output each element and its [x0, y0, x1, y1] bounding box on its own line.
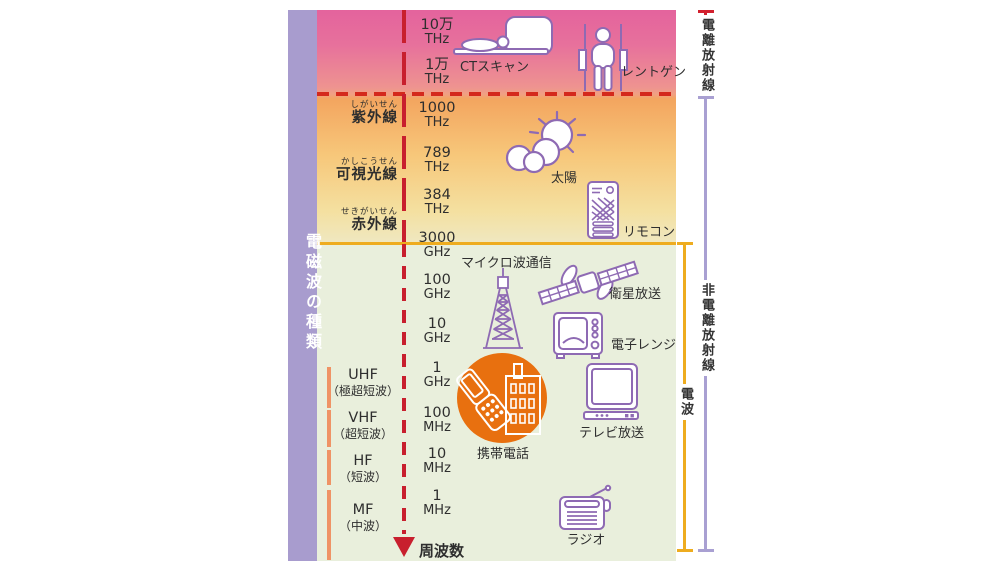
furigana: しがいせん: [350, 100, 398, 110]
tick-unit: MHz: [423, 503, 451, 519]
radio-icon: [559, 484, 612, 530]
microwave-oven-icon: [553, 312, 603, 359]
band-name: 赤外線: [351, 216, 398, 233]
tick-unit: THz: [424, 202, 450, 218]
tick-value: 10万: [420, 17, 454, 33]
tick-unit: GHz: [423, 287, 451, 303]
label-xray: レントゲン: [621, 65, 687, 80]
radio-bracket-bottom: [677, 549, 693, 552]
band-abbr: MF: [352, 502, 374, 518]
tick-value: 384: [423, 187, 451, 203]
band-abbr: VHF: [348, 410, 378, 426]
band-tick-mf: [327, 490, 331, 560]
tick-value: 1: [432, 488, 442, 504]
band-tick-uhf: [327, 367, 331, 408]
band-name: （短波）: [338, 470, 387, 485]
xray-icon: [578, 24, 628, 91]
label-radio: ラジオ: [566, 533, 606, 548]
frequency-axis-arrow: [393, 537, 415, 557]
label-mobile-phone: 携帯電話: [476, 447, 529, 462]
tick-unit: THz: [424, 72, 450, 88]
band-label-visible: かしこうせん可視光線: [318, 158, 398, 182]
transmission-tower-icon: [483, 268, 523, 349]
band-name: （超短波）: [332, 427, 393, 442]
label-microwave-comm: マイクロ波通信: [461, 256, 552, 271]
satellite-icon: [537, 260, 639, 306]
tick-unit: THz: [424, 115, 450, 131]
band-tick-vhf: [327, 410, 331, 447]
band-label-vhf: VHF（超短波）: [322, 410, 404, 442]
band-abbr: HF: [353, 453, 373, 469]
frequency-axis-lower: [402, 244, 406, 534]
tick-unit: THz: [424, 160, 450, 176]
tick-value: 3000: [418, 230, 456, 246]
label-sun: 太陽: [551, 171, 578, 186]
label-satellite: 衛星放送: [609, 287, 662, 302]
label-tv: テレビ放送: [579, 426, 645, 441]
band-label-uhf: UHF（極超短波）: [322, 367, 404, 399]
radio-wave-label: 電波: [676, 384, 695, 420]
sidebar-title: 電磁波の種類: [303, 233, 322, 353]
band-name: 紫外線: [351, 109, 398, 126]
tick-value: 1000: [418, 100, 456, 116]
tick-value: 100: [423, 405, 451, 421]
tv-icon: [583, 363, 639, 420]
label-ct-scan: CTスキャン: [460, 60, 530, 75]
label-remote: リモコン: [623, 225, 676, 240]
band-label-uv: しがいせん紫外線: [318, 101, 398, 125]
tick-value: 100: [423, 272, 451, 288]
tick-unit: THz: [424, 32, 450, 48]
ionizing-label: 電離放射線: [697, 15, 716, 96]
band-label-hf: HF（短波）: [322, 453, 404, 485]
sidebar-band: [288, 10, 317, 561]
band-name: 可視光線: [336, 166, 398, 183]
non-ionizing-label: 非電離放射線: [697, 280, 716, 376]
furigana: かしこうせん: [340, 157, 398, 167]
band-name: （中波）: [338, 519, 387, 534]
radio-wave-boundary-line: [317, 242, 676, 245]
tick-unit: GHz: [423, 245, 451, 261]
furigana: せきがいせん: [340, 207, 398, 217]
ct-scanner-icon: [453, 16, 553, 55]
ionizing-boundary-line: [317, 92, 676, 96]
non-ionizing-bracket-bottom: [698, 549, 714, 552]
remote-control-icon: [587, 181, 619, 239]
tick-value: 789: [423, 145, 451, 161]
band-label-ir: せきがいせん赤外線: [318, 208, 398, 232]
tick-value: 1万: [425, 57, 449, 73]
band-abbr: UHF: [348, 367, 378, 383]
band-label-mf: MF（中波）: [322, 502, 404, 534]
tick-unit: GHz: [423, 331, 451, 347]
sun-icon: [505, 110, 587, 174]
tick-value: 10: [427, 446, 447, 462]
label-microwave-oven: 電子レンジ: [611, 338, 677, 353]
tick-unit: GHz: [423, 375, 451, 391]
frequency-axis-upper: [402, 10, 406, 242]
frequency-axis-label: 周波数: [419, 542, 465, 560]
mobile-phone-icon: [456, 353, 547, 443]
tick-unit: MHz: [423, 461, 451, 477]
band-tick-hf: [327, 450, 331, 485]
tick-value: 1: [432, 360, 442, 376]
tick-value: 10: [427, 316, 447, 332]
band-name: （極超短波）: [326, 384, 399, 399]
tick-unit: MHz: [423, 420, 451, 436]
